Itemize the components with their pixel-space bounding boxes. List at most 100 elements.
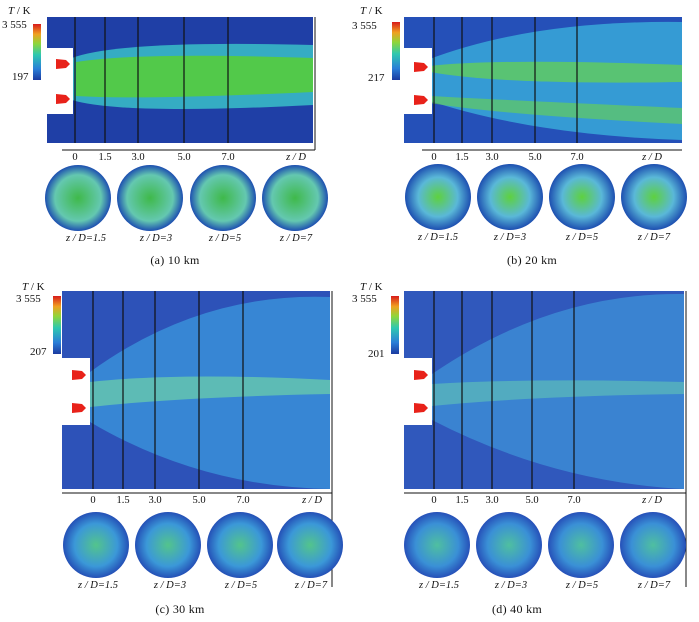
panel-caption: (a) 10 km [150, 253, 200, 267]
section-disc [117, 165, 183, 231]
colorbar [53, 296, 61, 354]
station-label: 3.0 [485, 152, 499, 163]
panel-b-graphic [392, 17, 687, 230]
nozzle-upper [56, 59, 70, 69]
section-disc [620, 512, 686, 578]
hot-plume [432, 380, 684, 406]
station-label: 5.0 [525, 495, 539, 506]
section-disc [190, 165, 256, 231]
nozzle-wall [47, 48, 73, 114]
section-label: z / D=7 [637, 580, 671, 591]
legend-unit: / K [366, 5, 383, 17]
station-label: 1.5 [455, 495, 469, 506]
nozzle-upper [414, 62, 428, 72]
hot-plume [430, 61, 682, 83]
section-label: z / D=3 [493, 232, 527, 243]
section-label: z / D=3 [494, 580, 528, 591]
station-label: 1.5 [98, 152, 112, 163]
station-label: 1.5 [116, 495, 130, 506]
station-label: 1.5 [455, 152, 469, 163]
station-label: 7.0 [567, 495, 581, 506]
section-disc [549, 164, 615, 230]
section-disc [405, 164, 471, 230]
section-disc [477, 164, 543, 230]
section-disc [45, 165, 111, 231]
section-label: z / D=5 [224, 580, 258, 591]
legend-min: 207 [30, 346, 47, 358]
legend-max: 3 555 [16, 293, 41, 305]
legend-var: T [8, 5, 15, 17]
hot-plume [90, 376, 330, 407]
legend-min: 201 [368, 348, 385, 360]
panel-d-graphic [391, 291, 687, 587]
station-label: 0 [72, 152, 78, 163]
station-label: 3.0 [131, 152, 145, 163]
nozzle-lower [56, 94, 70, 104]
legend-unit: / K [14, 5, 31, 17]
section-label: z / D=5 [208, 233, 242, 244]
station-label: 0 [431, 152, 437, 163]
section-label: z / D=5 [565, 580, 599, 591]
panel-caption: (d) 40 km [491, 602, 543, 616]
axis-label: z / D [286, 152, 306, 163]
panel-a: T / K 3 555 197 0 1.5 3.0 5.0 7.0 z / D … [0, 0, 345, 305]
panel-caption: (c) 30 km [155, 602, 205, 616]
section-disc [476, 512, 542, 578]
hot-plume [430, 96, 682, 124]
station-label: 3.0 [148, 495, 162, 506]
nozzle-upper [72, 370, 86, 380]
section-disc [404, 512, 470, 578]
panel-b: T / K 3 555 217 0 1.5 3.0 5.0 7.0 z / D … [352, 0, 697, 305]
panel-d: T / K 3 555 201 0 1.5 3.0 5.0 7.0 z / D … [352, 281, 697, 616]
legend-min: 197 [12, 71, 29, 83]
colorbar [392, 22, 400, 80]
section-disc [621, 164, 687, 230]
panel-c: T / K 3 555 207 0 1.5 3.0 5.0 7.0 z / D … [0, 281, 345, 616]
station-label: 7.0 [221, 152, 235, 163]
section-disc [135, 512, 201, 578]
station-label: 5.0 [528, 152, 542, 163]
nozzle-lower [72, 403, 86, 413]
station-label: 3.0 [485, 495, 499, 506]
panel-caption: (b) 20 km [506, 253, 558, 267]
axis-label: z / D [642, 152, 662, 163]
section-label: z / D=7 [294, 580, 328, 591]
station-label: 7.0 [570, 152, 584, 163]
hot-plume [76, 55, 313, 98]
legend-max: 3 555 [352, 20, 377, 32]
section-label: z / D=7 [637, 232, 671, 243]
legend-unit: / K [28, 281, 45, 293]
colorbar [33, 24, 41, 80]
nozzle-lower [414, 403, 428, 413]
legend-unit: / K [366, 281, 383, 293]
section-label: z / D=1.5 [417, 232, 459, 243]
nozzle-wall [62, 358, 90, 425]
colorbar [391, 296, 399, 354]
section-label: z / D=3 [153, 580, 187, 591]
section-label: z / D=7 [279, 233, 313, 244]
section-disc [548, 512, 614, 578]
station-label: 5.0 [177, 152, 191, 163]
section-disc [63, 512, 129, 578]
legend-var: T [22, 281, 29, 293]
station-label: 0 [90, 495, 96, 506]
section-disc [262, 165, 328, 231]
section-label: z / D=1.5 [418, 580, 460, 591]
section-label: z / D=1.5 [77, 580, 119, 591]
section-label: z / D=5 [565, 232, 599, 243]
panel-a-graphic [33, 17, 328, 231]
station-label: 7.0 [236, 495, 250, 506]
panel-c-graphic [53, 291, 343, 587]
axis-label: z / D [642, 495, 662, 506]
section-disc [207, 512, 273, 578]
legend-var: T [360, 5, 367, 17]
section-disc [277, 512, 343, 578]
legend-max: 3 555 [2, 19, 27, 31]
section-label: z / D=1.5 [65, 233, 107, 244]
legend-max: 3 555 [352, 293, 377, 305]
legend-var: T [360, 281, 367, 293]
station-label: 0 [431, 495, 437, 506]
legend-min: 217 [368, 72, 385, 84]
nozzle-lower [414, 95, 428, 105]
section-label: z / D=3 [139, 233, 173, 244]
